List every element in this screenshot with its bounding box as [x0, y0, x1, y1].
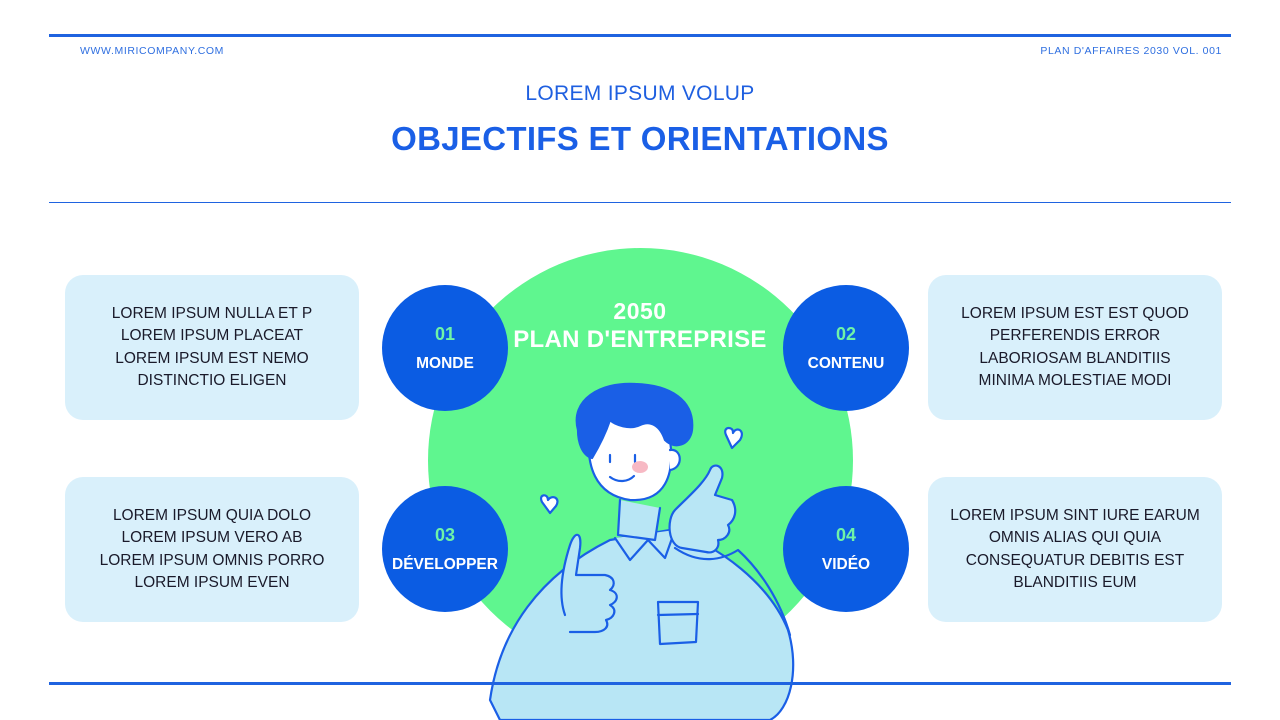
- badge-number: 04: [835, 524, 857, 545]
- card-line: LOREM IPSUM PLACEAT: [120, 327, 304, 344]
- badge-video: 04 VIDÉO: [783, 486, 909, 612]
- document-label: PLAN D'AFFAIRES 2030 VOL. 001: [1040, 45, 1222, 57]
- card-line: PERFERENDIS ERROR: [989, 327, 1161, 344]
- bottom-rule: [49, 682, 1231, 685]
- card-contenu: LOREM IPSUM EST EST QUOD PERFERENDIS ERR…: [928, 275, 1222, 420]
- badge-contenu: 02 CONTENU: [783, 285, 909, 411]
- card-line: LOREM IPSUM EVEN: [134, 574, 290, 591]
- card-line: DISTINCTIO ELIGEN: [137, 372, 287, 389]
- badge-label: CONTENU: [807, 354, 885, 372]
- badge-developper: 03 DÉVELOPPER: [382, 486, 508, 612]
- card-developper: LOREM IPSUM QUIA DOLO LOREM IPSUM VERO A…: [65, 477, 359, 622]
- center-year: 2050: [613, 298, 667, 324]
- top-rule: [49, 34, 1231, 37]
- slide-title: OBJECTIFS ET ORIENTATIONS: [391, 120, 889, 157]
- badge-label: MONDE: [416, 354, 474, 372]
- badge-number: 03: [434, 524, 456, 545]
- card-monde: LOREM IPSUM NULLA ET P LOREM IPSUM PLACE…: [65, 275, 359, 420]
- card-line: LOREM IPSUM SINT IURE EARUM: [950, 506, 1200, 524]
- card-line: LOREM IPSUM OMNIS PORRO: [99, 551, 325, 569]
- card-line: CONSEQUATUR DEBITIS EST: [965, 551, 1185, 569]
- person-thumbs-up-icon: [488, 382, 795, 720]
- card-line: LOREM IPSUM EST NEMO: [115, 349, 309, 367]
- badge-monde: 01 MONDE: [382, 285, 508, 411]
- badge-number: 02: [835, 323, 857, 344]
- card-line: MINIMA MOLESTIAE MODI: [978, 372, 1172, 389]
- badge-label: VIDÉO: [821, 555, 871, 573]
- website-label: WWW.MIRICOMPANY.COM: [80, 45, 225, 57]
- card-line: LABORIOSAM BLANDITIIS: [979, 349, 1171, 367]
- slide-subtitle: LOREM IPSUM VOLUP: [525, 82, 755, 105]
- card-line: OMNIS ALIAS QUI QUIA: [988, 529, 1162, 546]
- card-line: LOREM IPSUM EST EST QUOD: [961, 304, 1189, 322]
- card-line: LOREM IPSUM QUIA DOLO: [112, 506, 312, 524]
- card-line: LOREM IPSUM VERO AB: [121, 529, 303, 546]
- center-label: PLAN D'ENTREPRISE: [513, 326, 767, 353]
- title-divider: [49, 202, 1231, 203]
- card-video: LOREM IPSUM SINT IURE EARUM OMNIS ALIAS …: [928, 477, 1222, 622]
- card-line: LOREM IPSUM NULLA ET P: [111, 304, 313, 322]
- badge-number: 01: [434, 323, 456, 344]
- card-line: BLANDITIIS EUM: [1013, 574, 1137, 591]
- badge-label: DÉVELOPPER: [392, 555, 498, 573]
